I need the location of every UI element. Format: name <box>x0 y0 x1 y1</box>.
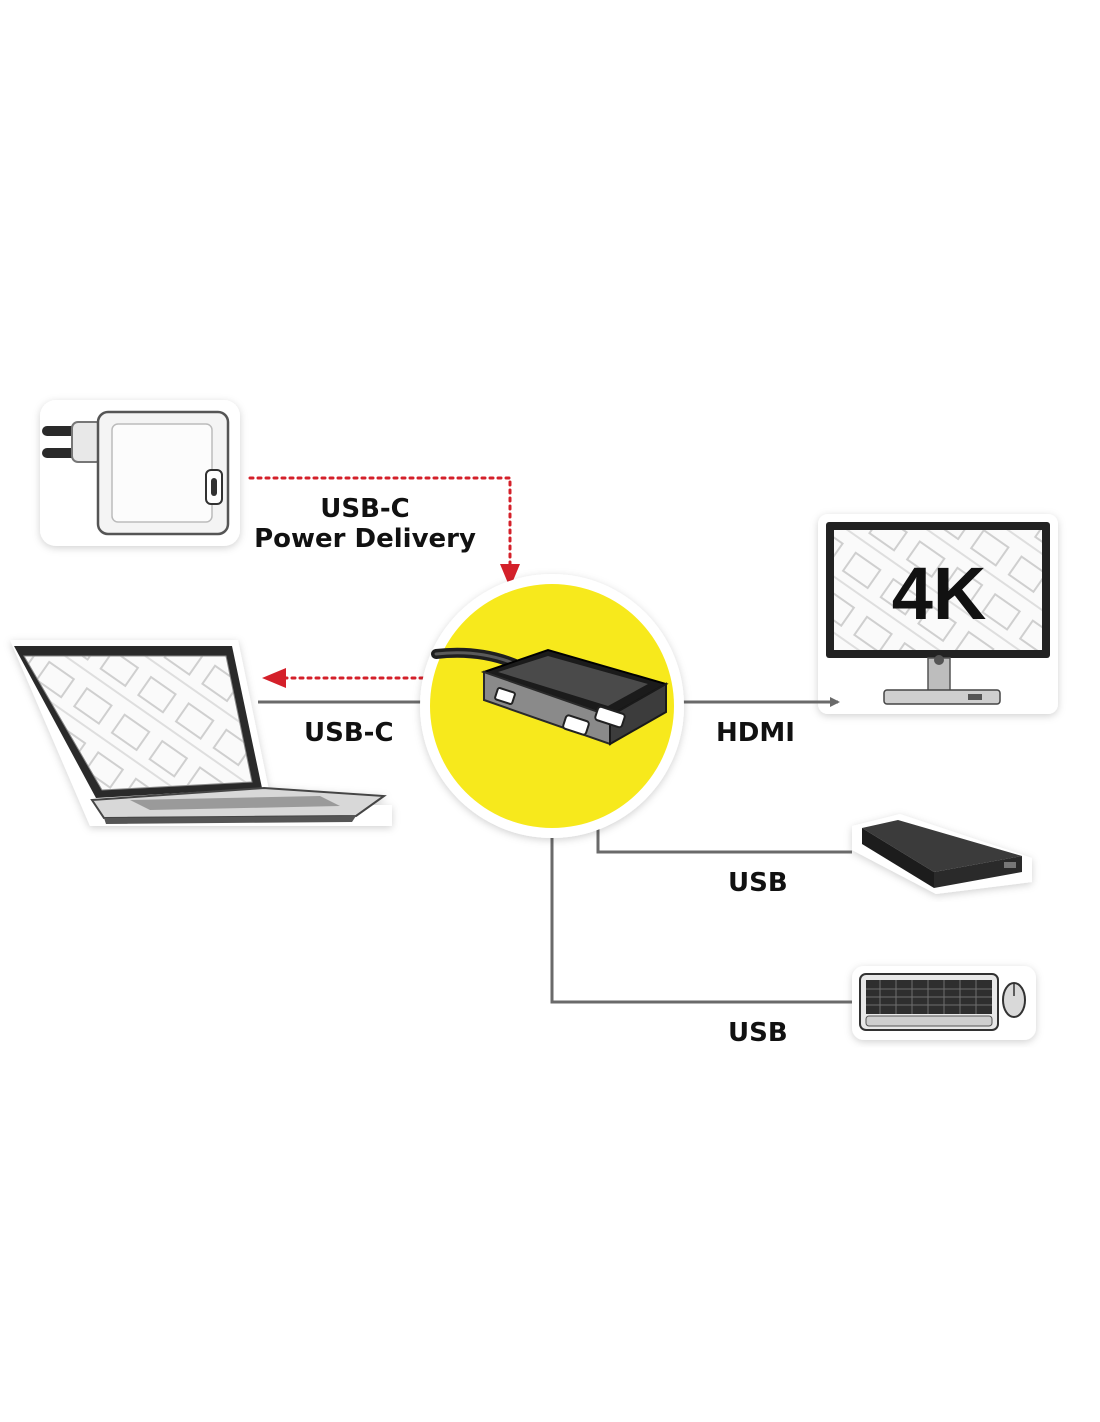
power-label-line-2: Power Delivery <box>254 524 476 554</box>
usb-a-port-icon <box>494 687 516 705</box>
hdmi-port-icon <box>594 705 626 729</box>
power-delivery-arrow <box>500 564 520 588</box>
usb-drive-label: USB <box>728 868 788 898</box>
monitor-icon <box>818 514 1058 714</box>
usb-c-hub <box>420 574 684 838</box>
keyboard-mouse-icon <box>852 966 1036 1040</box>
usb-keyboard-label: USB <box>728 1018 788 1048</box>
laptop-icon <box>10 640 392 826</box>
external-drive-icon <box>852 814 1032 894</box>
power-delivery-line <box>248 476 512 570</box>
laptop-power-arrow <box>262 668 286 688</box>
usb-keyboard-line <box>550 812 852 1004</box>
usb-drive-line <box>596 800 852 854</box>
hdmi-label: HDMI <box>716 718 795 748</box>
power-label-line-1: USB-C <box>320 494 410 524</box>
usb-a-port-icon <box>562 714 590 736</box>
power-delivery-label: USB-C Power Delivery <box>250 494 480 554</box>
monitor-4k-badge: 4K <box>892 552 987 635</box>
power-adapter-icon <box>40 400 240 546</box>
laptop-usb-c-label: USB-C <box>304 718 394 748</box>
